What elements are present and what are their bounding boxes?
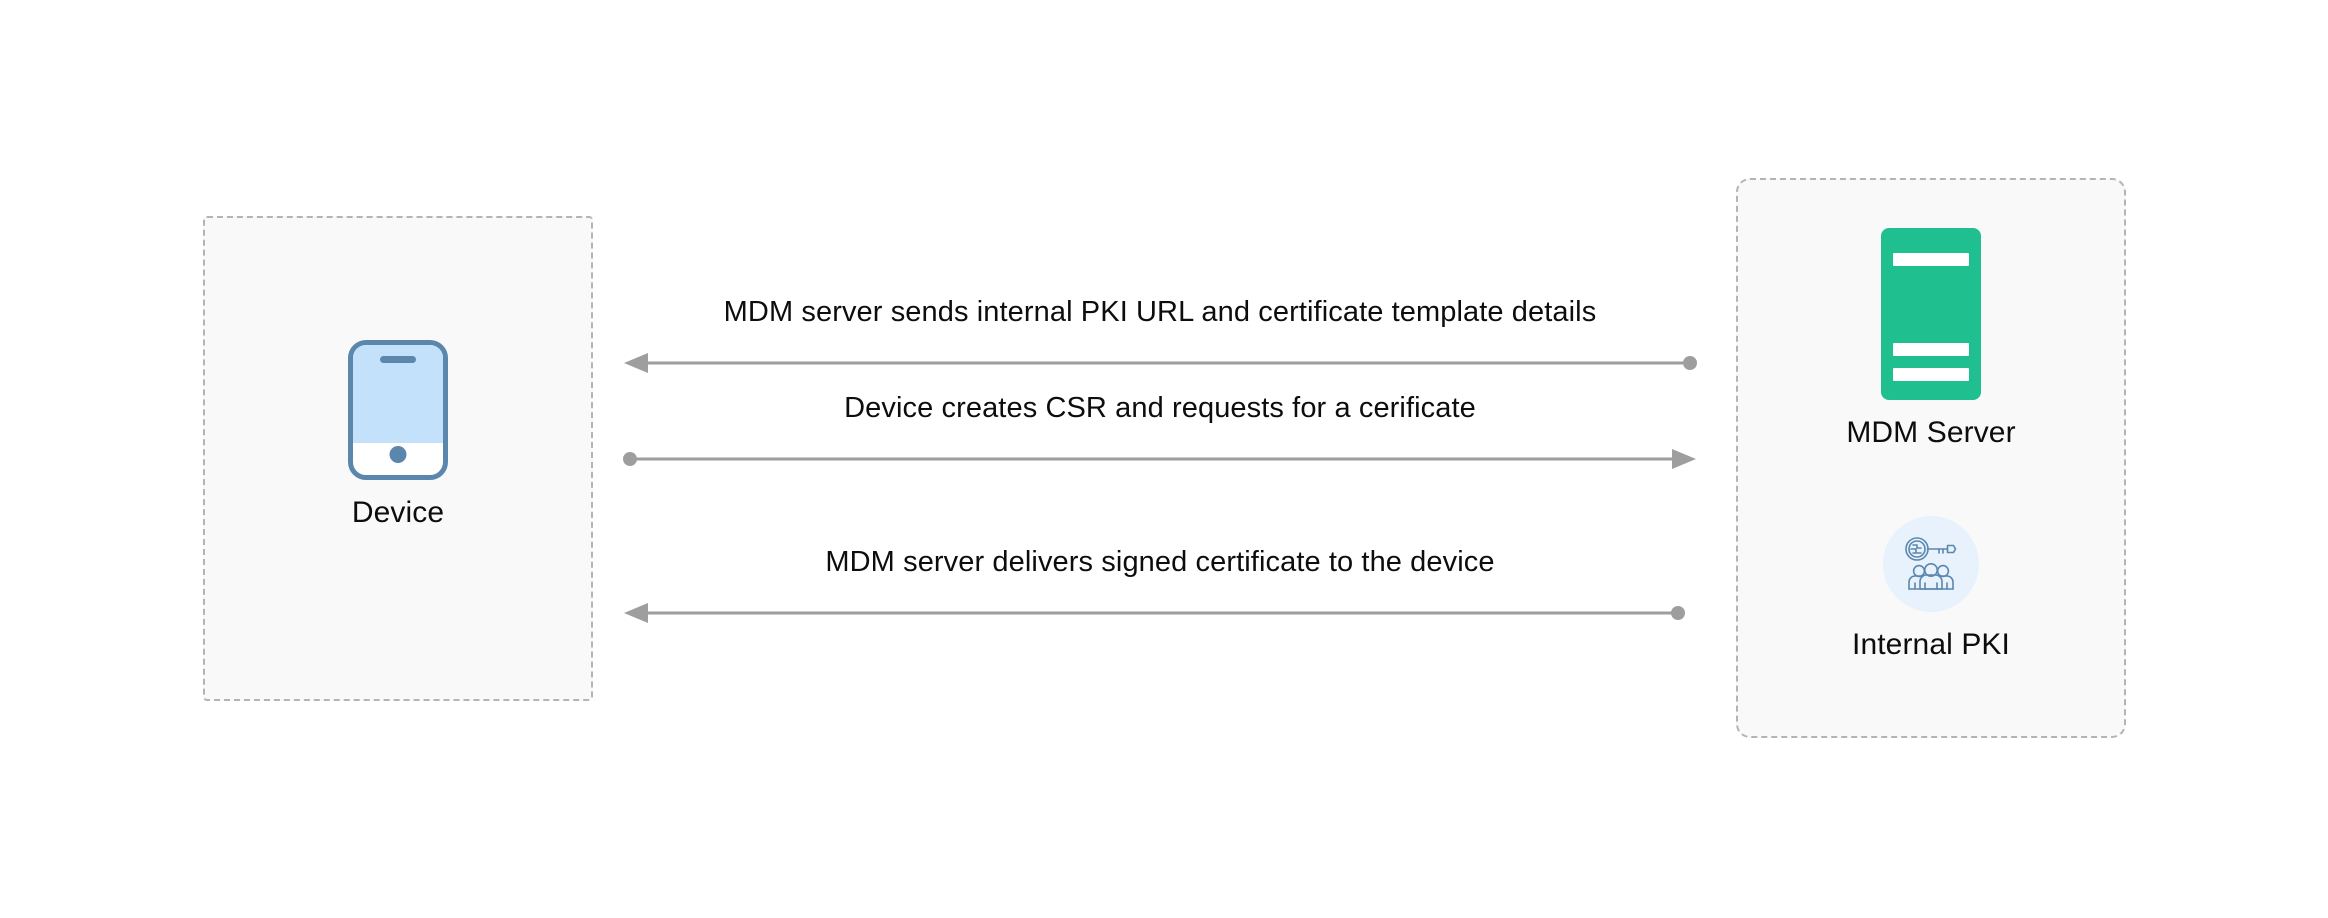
phone-speaker-icon <box>380 356 416 363</box>
node-mdm-server[interactable]: MDM Server <box>1736 228 2126 449</box>
message-1-label: MDM server sends internal PKI URL and ce… <box>723 296 1597 328</box>
message-row-3: MDM server delivers signed certificate t… <box>620 546 1700 626</box>
message-2-arrow-right <box>620 446 1700 472</box>
message-3-arrow-left <box>620 600 1700 626</box>
message-3-label: MDM server delivers signed certificate t… <box>825 546 1495 578</box>
message-row-1: MDM server sends internal PKI URL and ce… <box>620 296 1700 376</box>
server-slot-bar <box>1893 368 1969 381</box>
node-device-label: Device <box>351 496 445 529</box>
message-row-2: Device creates CSR and requests for a ce… <box>620 392 1700 472</box>
server-rack-icon <box>1881 228 1981 400</box>
mobile-phone-icon <box>348 340 448 480</box>
phone-home-button-icon <box>389 446 407 463</box>
node-mdm-server-label: MDM Server <box>1846 416 2016 449</box>
server-slot-bar <box>1893 343 1969 356</box>
key-and-users-icon <box>1883 516 1979 612</box>
server-slot-bar <box>1893 253 1969 266</box>
node-device[interactable]: Device <box>203 340 593 529</box>
message-1-arrow-left <box>620 350 1700 376</box>
node-internal-pki[interactable]: Internal PKI <box>1736 516 2126 661</box>
node-internal-pki-label: Internal PKI <box>1852 628 2010 661</box>
message-2-label: Device creates CSR and requests for a ce… <box>844 392 1476 424</box>
